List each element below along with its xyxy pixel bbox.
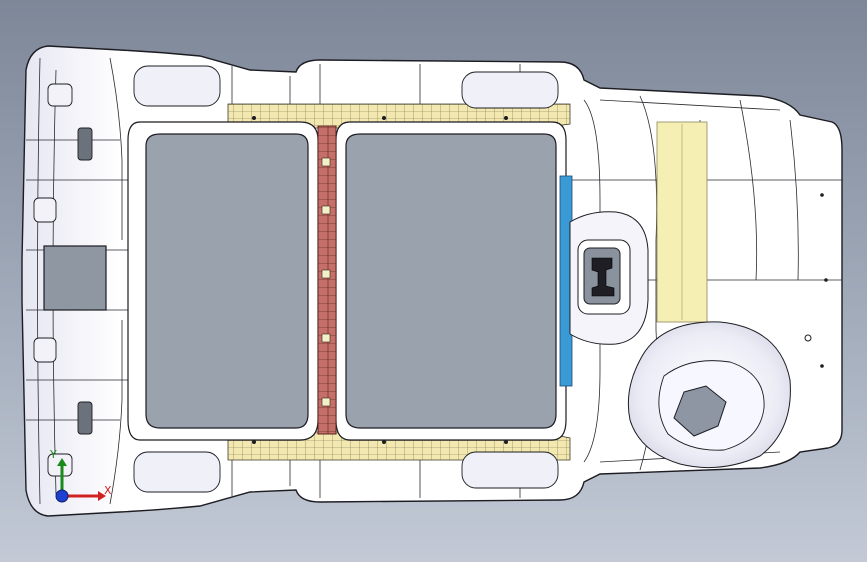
sunroof-opening-front[interactable] bbox=[127, 121, 319, 441]
triad-icon: X Y bbox=[49, 448, 112, 503]
grab-handle-recesses bbox=[133, 65, 559, 493]
x-axis-label: X bbox=[104, 484, 112, 497]
left-edge-bosses bbox=[33, 83, 93, 477]
fastener-holes bbox=[252, 116, 828, 444]
dome-light-housing[interactable] bbox=[569, 211, 649, 345]
sunroof-opening-rear[interactable] bbox=[335, 121, 567, 441]
front-rear-view-opening[interactable] bbox=[43, 245, 107, 311]
y-axis-label: Y bbox=[49, 448, 57, 461]
rear-recess[interactable] bbox=[627, 321, 791, 469]
center-bow-bar bbox=[317, 125, 337, 435]
